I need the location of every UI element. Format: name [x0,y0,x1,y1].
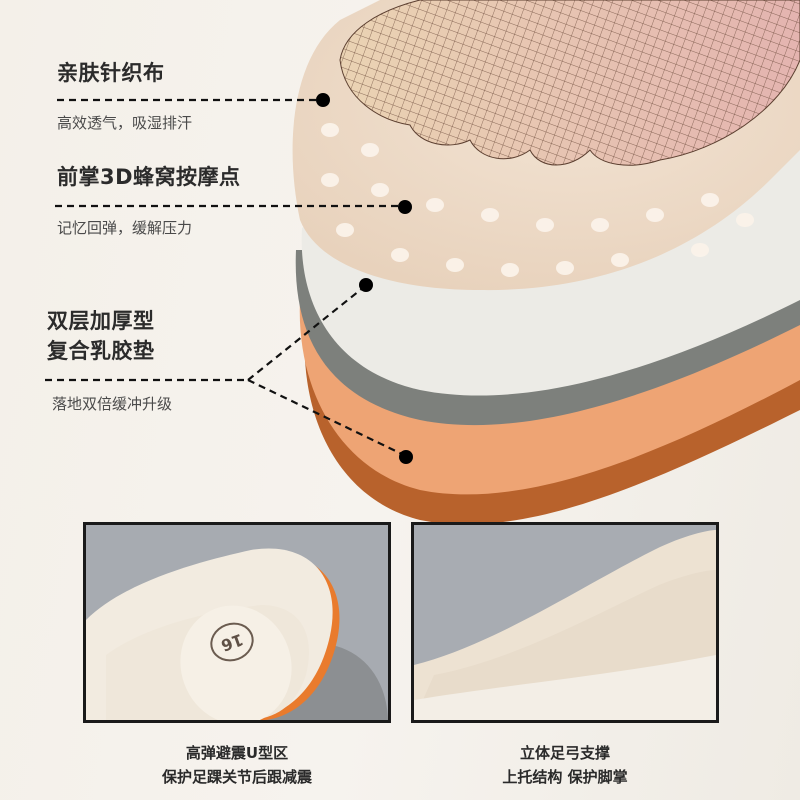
photo-arch-support [411,522,719,723]
caption-heel-cup-line1: 高弹避震U型区 [185,744,289,762]
feature-title-knit: 亲肤针织布 [57,61,165,85]
caption-arch-support-line2: 上托结构 保护脚掌 [502,768,628,786]
callout-dots [316,93,413,464]
caption-arch-support-line1: 立体足弓支撑 [519,744,610,762]
feature-subtitle-massage: 记忆回弹，缓解压力 [57,219,193,237]
caption-heel-cup-line2: 保护足踝关节后跟减震 [161,768,312,786]
foot-wireframe [339,0,800,166]
feature-subtitle-knit: 高效透气，吸湿排汗 [57,114,193,132]
callout-dot-knit [316,93,330,107]
feature-title-massage: 前掌3D蜂窝按摩点 [57,165,241,189]
callout-dot-white-layer [359,278,373,292]
feature-title-latex-line1: 双层加厚型 [47,309,155,333]
caption-arch-support: 立体足弓支撑 上托结构 保护脚掌 [411,741,719,789]
feature-subtitle-latex: 落地双倍缓冲升级 [52,395,173,413]
photo-heel-cup: 16 [83,522,391,723]
callout-lines [45,98,405,456]
callout-dot-latex [399,450,413,464]
caption-heel-cup: 高弹避震U型区 保护足踝关节后跟减震 [83,741,391,789]
feature-title-latex-line2: 复合乳胶垫 [47,339,155,363]
insole-layers-illustration [45,0,800,525]
massage-dots [321,123,754,277]
callout-dot-massage [398,200,412,214]
